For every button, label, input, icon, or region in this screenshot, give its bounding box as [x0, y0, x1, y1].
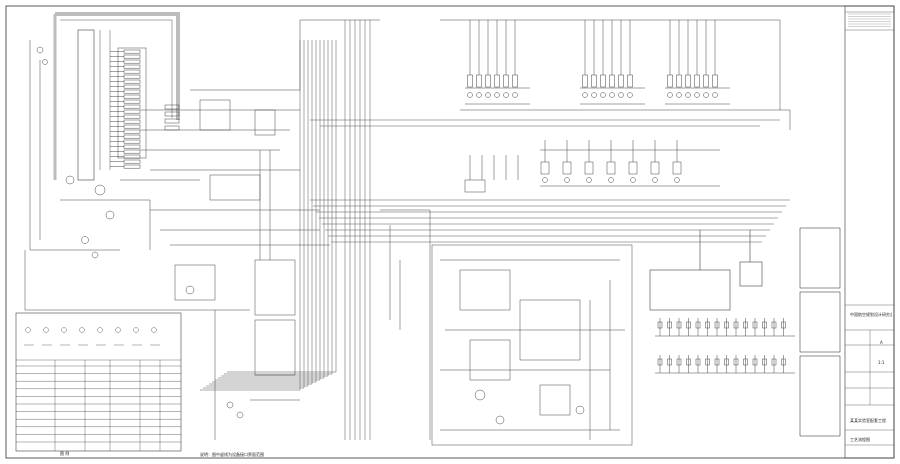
title-block-frame [844, 5, 895, 459]
lower-center-system [380, 209, 633, 446]
lower-right-manifold [655, 318, 795, 374]
title-block-revision: A [880, 340, 883, 345]
horizontal-headers [310, 119, 790, 243]
title-block-rows [845, 11, 894, 446]
diagram-note: 说明：图中虚线为设备接口界面范围 [200, 452, 264, 457]
left-column-piping [53, 12, 180, 181]
tower-equipment-list [110, 49, 180, 169]
middle-row-units [464, 140, 720, 193]
legend-caption: 图 例 [60, 451, 70, 456]
title-block-project: 某某实验室配套工程 [850, 418, 886, 423]
right-side-equipment [649, 227, 841, 437]
title-block-scale: 1:1 [878, 360, 885, 365]
title-block-drawing-name: 工艺流程图 [850, 437, 870, 442]
top-right-cabinets [440, 19, 791, 130]
title-block-company: 中国航空规划设计研究总院有限公司 [850, 312, 892, 317]
drawing-frame [5, 5, 895, 459]
left-instrument-cluster [29, 40, 200, 259]
legend-table [15, 312, 182, 452]
left-mid-boxes [24, 250, 300, 440]
